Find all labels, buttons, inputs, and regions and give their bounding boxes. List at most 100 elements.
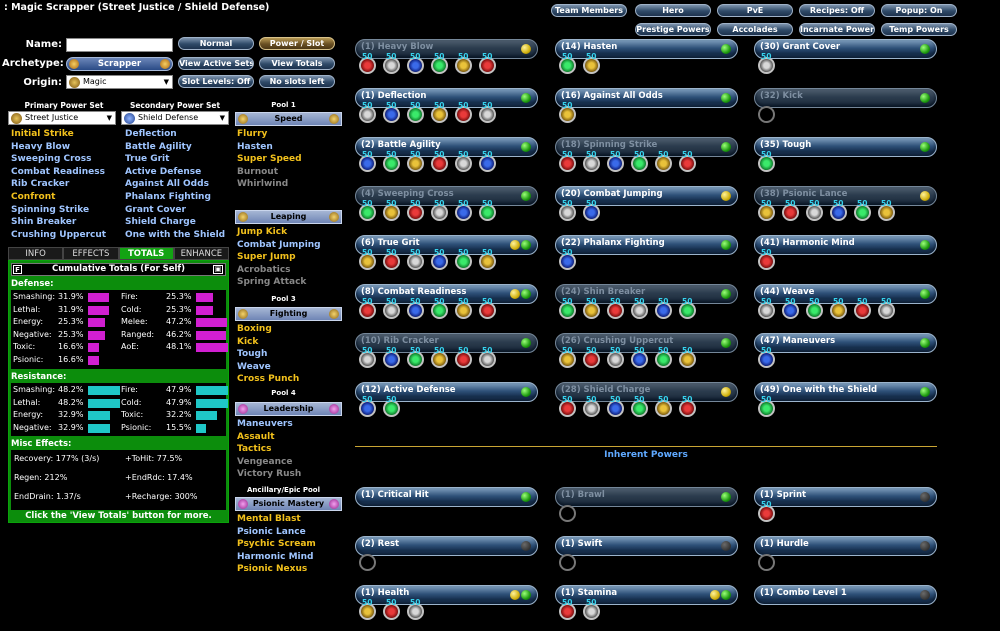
top-button-accolades[interactable]: Accolades (717, 23, 793, 36)
enhancement-icon[interactable]: 50 (583, 395, 600, 417)
enhancement-icon[interactable]: 50 (559, 150, 576, 172)
enhancement-icon[interactable]: 50 (455, 150, 472, 172)
view-active-sets-button[interactable]: View Active Sets (178, 57, 254, 70)
pool-power-item[interactable]: Weave (237, 361, 271, 372)
empty-enhancement-slot[interactable] (559, 554, 576, 571)
enhancement-icon[interactable]: 50 (455, 346, 472, 368)
enhancement-icon[interactable]: 50 (359, 395, 376, 417)
normal-button[interactable]: Normal (178, 37, 254, 50)
enhancement-icon[interactable]: 50 (758, 346, 775, 368)
secondary-power-item[interactable]: Against All Odds (125, 179, 209, 190)
enhancement-icon[interactable]: 50 (479, 297, 496, 319)
enhancement-icon[interactable]: 50 (383, 199, 400, 221)
empty-enhancement-slot[interactable] (758, 106, 775, 123)
secondary-power-item[interactable]: Deflection (125, 129, 177, 139)
pool-power-item[interactable]: Whirlwind (237, 179, 289, 190)
primary-power-item[interactable]: Sweeping Cross (11, 154, 92, 165)
enhancement-icon[interactable]: 50 (631, 297, 648, 319)
secondary-power-item[interactable]: Battle Agility (125, 141, 192, 152)
archetype-select[interactable]: Scrapper (66, 57, 173, 71)
power-slot[interactable]: (32) Kick (754, 88, 937, 128)
enhancement-icon[interactable]: 50 (479, 101, 496, 123)
pool-power-item[interactable]: Victory Rush (237, 469, 302, 480)
enhancement-icon[interactable]: 50 (559, 395, 576, 417)
pool-power-item[interactable]: Combat Jumping (237, 239, 321, 250)
pool-power-item[interactable]: Kick (237, 336, 259, 347)
enhancement-icon[interactable]: 50 (407, 150, 424, 172)
enhancement-icon[interactable]: 50 (583, 598, 600, 620)
enhancement-icon[interactable]: 50 (431, 297, 448, 319)
enhancement-icon[interactable]: 50 (679, 150, 696, 172)
pool-power-item[interactable]: Boxing (237, 324, 272, 334)
enhancement-icon[interactable]: 50 (431, 101, 448, 123)
enhancement-icon[interactable]: 50 (383, 346, 400, 368)
enhancement-icon[interactable]: 50 (583, 297, 600, 319)
primary-power-item[interactable]: Rib Cracker (11, 179, 70, 190)
enhancement-icon[interactable]: 50 (383, 395, 400, 417)
enhancement-icon[interactable]: 50 (407, 101, 424, 123)
enhancement-icon[interactable]: 50 (479, 52, 496, 74)
inherent-power-slot[interactable]: (1) Combo Level 1 (754, 585, 937, 625)
pool-select[interactable]: Leaping (235, 210, 342, 224)
enhancement-icon[interactable]: 50 (679, 297, 696, 319)
secondary-power-item[interactable]: Active Defense (125, 166, 202, 177)
enhancement-icon[interactable]: 50 (431, 150, 448, 172)
expand-icon[interactable]: ▣ (213, 265, 223, 274)
inherent-power-slot[interactable]: (1) Brawl (555, 487, 738, 527)
primary-power-item[interactable]: Shin Breaker (11, 217, 77, 228)
enhancement-icon[interactable]: 50 (559, 598, 576, 620)
top-button-team-members[interactable]: Team Members (551, 4, 627, 17)
enhancement-icon[interactable]: 50 (455, 199, 472, 221)
top-button-temp-powers[interactable]: Temp Powers (881, 23, 957, 36)
secondary-set-select[interactable]: Shield Defense▼ (121, 111, 229, 125)
pool-select[interactable]: Psionic Mastery (235, 497, 342, 511)
primary-power-item[interactable]: Combat Readiness (11, 166, 105, 177)
tab-info[interactable]: INFO (8, 247, 64, 260)
enhancement-icon[interactable]: 50 (431, 346, 448, 368)
tab-effects[interactable]: EFFECTS (63, 247, 119, 260)
top-button-popup-on[interactable]: Popup: On (881, 4, 957, 17)
pool-power-item[interactable]: Super Speed (237, 154, 302, 165)
enhancement-icon[interactable]: 50 (607, 346, 624, 368)
enhancement-icon[interactable]: 50 (455, 52, 472, 74)
enhancement-icon[interactable]: 50 (758, 248, 775, 270)
enhancement-icon[interactable]: 50 (758, 500, 775, 522)
slot-levels-button[interactable]: Slot Levels: Off (178, 75, 254, 88)
enhancement-icon[interactable]: 50 (559, 346, 576, 368)
primary-power-item[interactable]: Spinning Strike (11, 204, 90, 215)
enhancement-icon[interactable]: 50 (878, 297, 895, 319)
enhancement-icon[interactable]: 50 (607, 395, 624, 417)
power-slot-button[interactable]: Power / Slot (259, 37, 335, 50)
enhancement-icon[interactable]: 50 (479, 248, 496, 270)
pool-power-item[interactable]: Harmonic Mind (237, 551, 314, 562)
enhancement-icon[interactable]: 50 (583, 346, 600, 368)
enhancement-icon[interactable]: 50 (431, 52, 448, 74)
enhancement-icon[interactable]: 50 (806, 199, 823, 221)
enhancement-icon[interactable]: 50 (679, 346, 696, 368)
inherent-power-slot[interactable]: (2) Rest (355, 536, 538, 576)
empty-enhancement-slot[interactable] (359, 554, 376, 571)
enhancement-icon[interactable]: 50 (383, 52, 400, 74)
name-input[interactable] (66, 38, 173, 52)
primary-power-item[interactable]: Crushing Uppercut (11, 229, 107, 240)
enhancement-icon[interactable]: 50 (383, 598, 400, 620)
secondary-power-item[interactable]: One with the Shield (125, 229, 226, 240)
pool-power-item[interactable]: Acrobatics (237, 264, 291, 275)
enhancement-icon[interactable]: 50 (407, 346, 424, 368)
pool-power-item[interactable]: Psionic Nexus (237, 564, 308, 575)
enhancement-icon[interactable]: 50 (559, 297, 576, 319)
